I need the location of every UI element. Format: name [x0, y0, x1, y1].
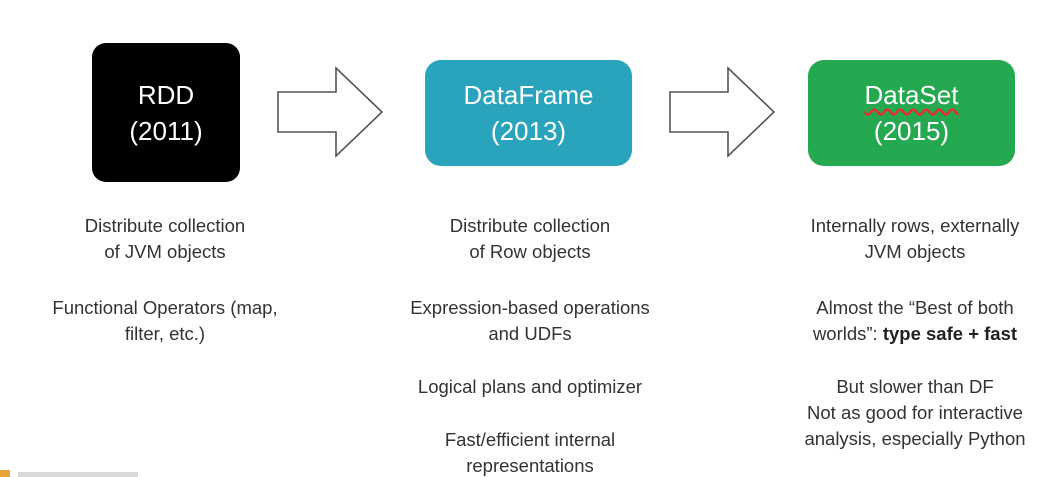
rdd-box: RDD (2011) [92, 43, 240, 182]
dataset-title: DataSet [864, 80, 959, 110]
text-line: Functional Operators (map, [52, 297, 278, 318]
dataset-desc-3: But slower than DF Not as good for inter… [770, 374, 1060, 452]
text-line: Distribute collection [84, 215, 246, 236]
text-fragment: worlds”: [812, 323, 883, 344]
dataframe-year: (2013) [490, 116, 567, 146]
dataframe-title: DataFrame [463, 80, 594, 110]
dataframe-box: DataFrame (2013) [425, 60, 632, 166]
text-line: Fast/efficient internal [444, 429, 616, 450]
text-line: and UDFs [488, 323, 572, 344]
highlight-text: type safe + fast [882, 323, 1018, 344]
text-line: analysis, especially Python [804, 428, 1026, 449]
text-line: filter, etc.) [124, 323, 206, 344]
text-line: Not as good for interactive [807, 402, 1023, 423]
cropped-logo-icon [0, 470, 138, 477]
text-line: But slower than DF [836, 376, 994, 397]
text-line: Distribute collection [449, 215, 611, 236]
text-line: Internally rows, externally [810, 215, 1020, 236]
dataset-desc-2: Almost the “Best of both worlds”: type s… [770, 295, 1060, 347]
dataframe-desc-2: Expression-based operations and UDFs [380, 295, 680, 347]
text-line: of JVM objects [104, 241, 226, 262]
arrow-right-icon [277, 66, 384, 158]
text-line: representations [466, 455, 594, 476]
dataframe-desc-4: Fast/efficient internal representations [380, 427, 680, 477]
rdd-year: (2011) [129, 115, 203, 146]
dataframe-desc-1: Distribute collection of Row objects [380, 213, 680, 265]
text-line: JVM objects [864, 241, 966, 262]
text-line: Expression-based operations [410, 297, 650, 318]
arrow-right-icon [669, 66, 776, 158]
dataset-year: (2015) [873, 116, 950, 146]
rdd-title: RDD [137, 79, 195, 110]
text-line: worlds”: type safe + fast [770, 321, 1060, 347]
text-line: of Row objects [469, 241, 591, 262]
text-line: Logical plans and optimizer [417, 376, 643, 397]
rdd-desc-1: Distribute collection of JVM objects [20, 213, 310, 265]
dataset-box: DataSet (2015) [808, 60, 1015, 166]
text-line: Almost the “Best of both [816, 297, 1014, 318]
dataset-desc-1: Internally rows, externally JVM objects [770, 213, 1060, 265]
rdd-desc-2: Functional Operators (map, filter, etc.) [20, 295, 310, 347]
dataframe-desc-3: Logical plans and optimizer [380, 374, 680, 400]
